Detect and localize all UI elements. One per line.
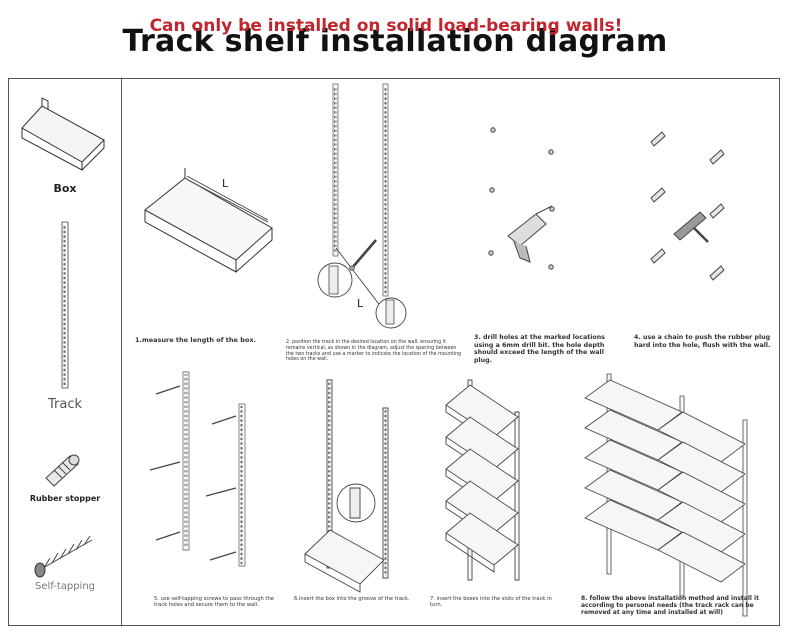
step-1-caption: 1.measure the length of the box. xyxy=(135,337,295,345)
rubber-stopper-part-icon xyxy=(46,455,79,486)
step8-wall-illustration xyxy=(585,374,747,616)
step-3-caption: 3. drill holes at the marked locations u… xyxy=(474,334,610,364)
step5-screws-illustration xyxy=(150,372,245,566)
box-part-icon xyxy=(22,98,104,170)
screw-part-icon xyxy=(35,536,92,577)
step3-drill-illustration xyxy=(489,128,554,269)
step6-insert-illustration xyxy=(305,380,388,592)
step-5-caption: 5. use self-tapping screws to pass throu… xyxy=(154,596,282,608)
step2-tracks-illustration xyxy=(318,84,406,328)
step4-hammer-illustration xyxy=(651,132,724,280)
track-part-icon xyxy=(62,222,68,388)
dimension-label-l2: L xyxy=(357,297,364,310)
step-8-caption: 8. follow the above installation method … xyxy=(581,595,773,617)
step-7-caption: 7. insert the boxes into the slots of th… xyxy=(430,596,560,608)
step-4-caption: 4. use a chain to push the rubber plug h… xyxy=(634,334,776,349)
step7-stacked-illustration xyxy=(446,380,519,580)
step1-box-illustration xyxy=(145,168,272,272)
step-6-caption: 6.insert the box into the groove of the … xyxy=(294,596,416,602)
dimension-label-l1: L xyxy=(222,177,229,190)
step-2-caption: 2. position the track in the desired loc… xyxy=(286,340,462,363)
